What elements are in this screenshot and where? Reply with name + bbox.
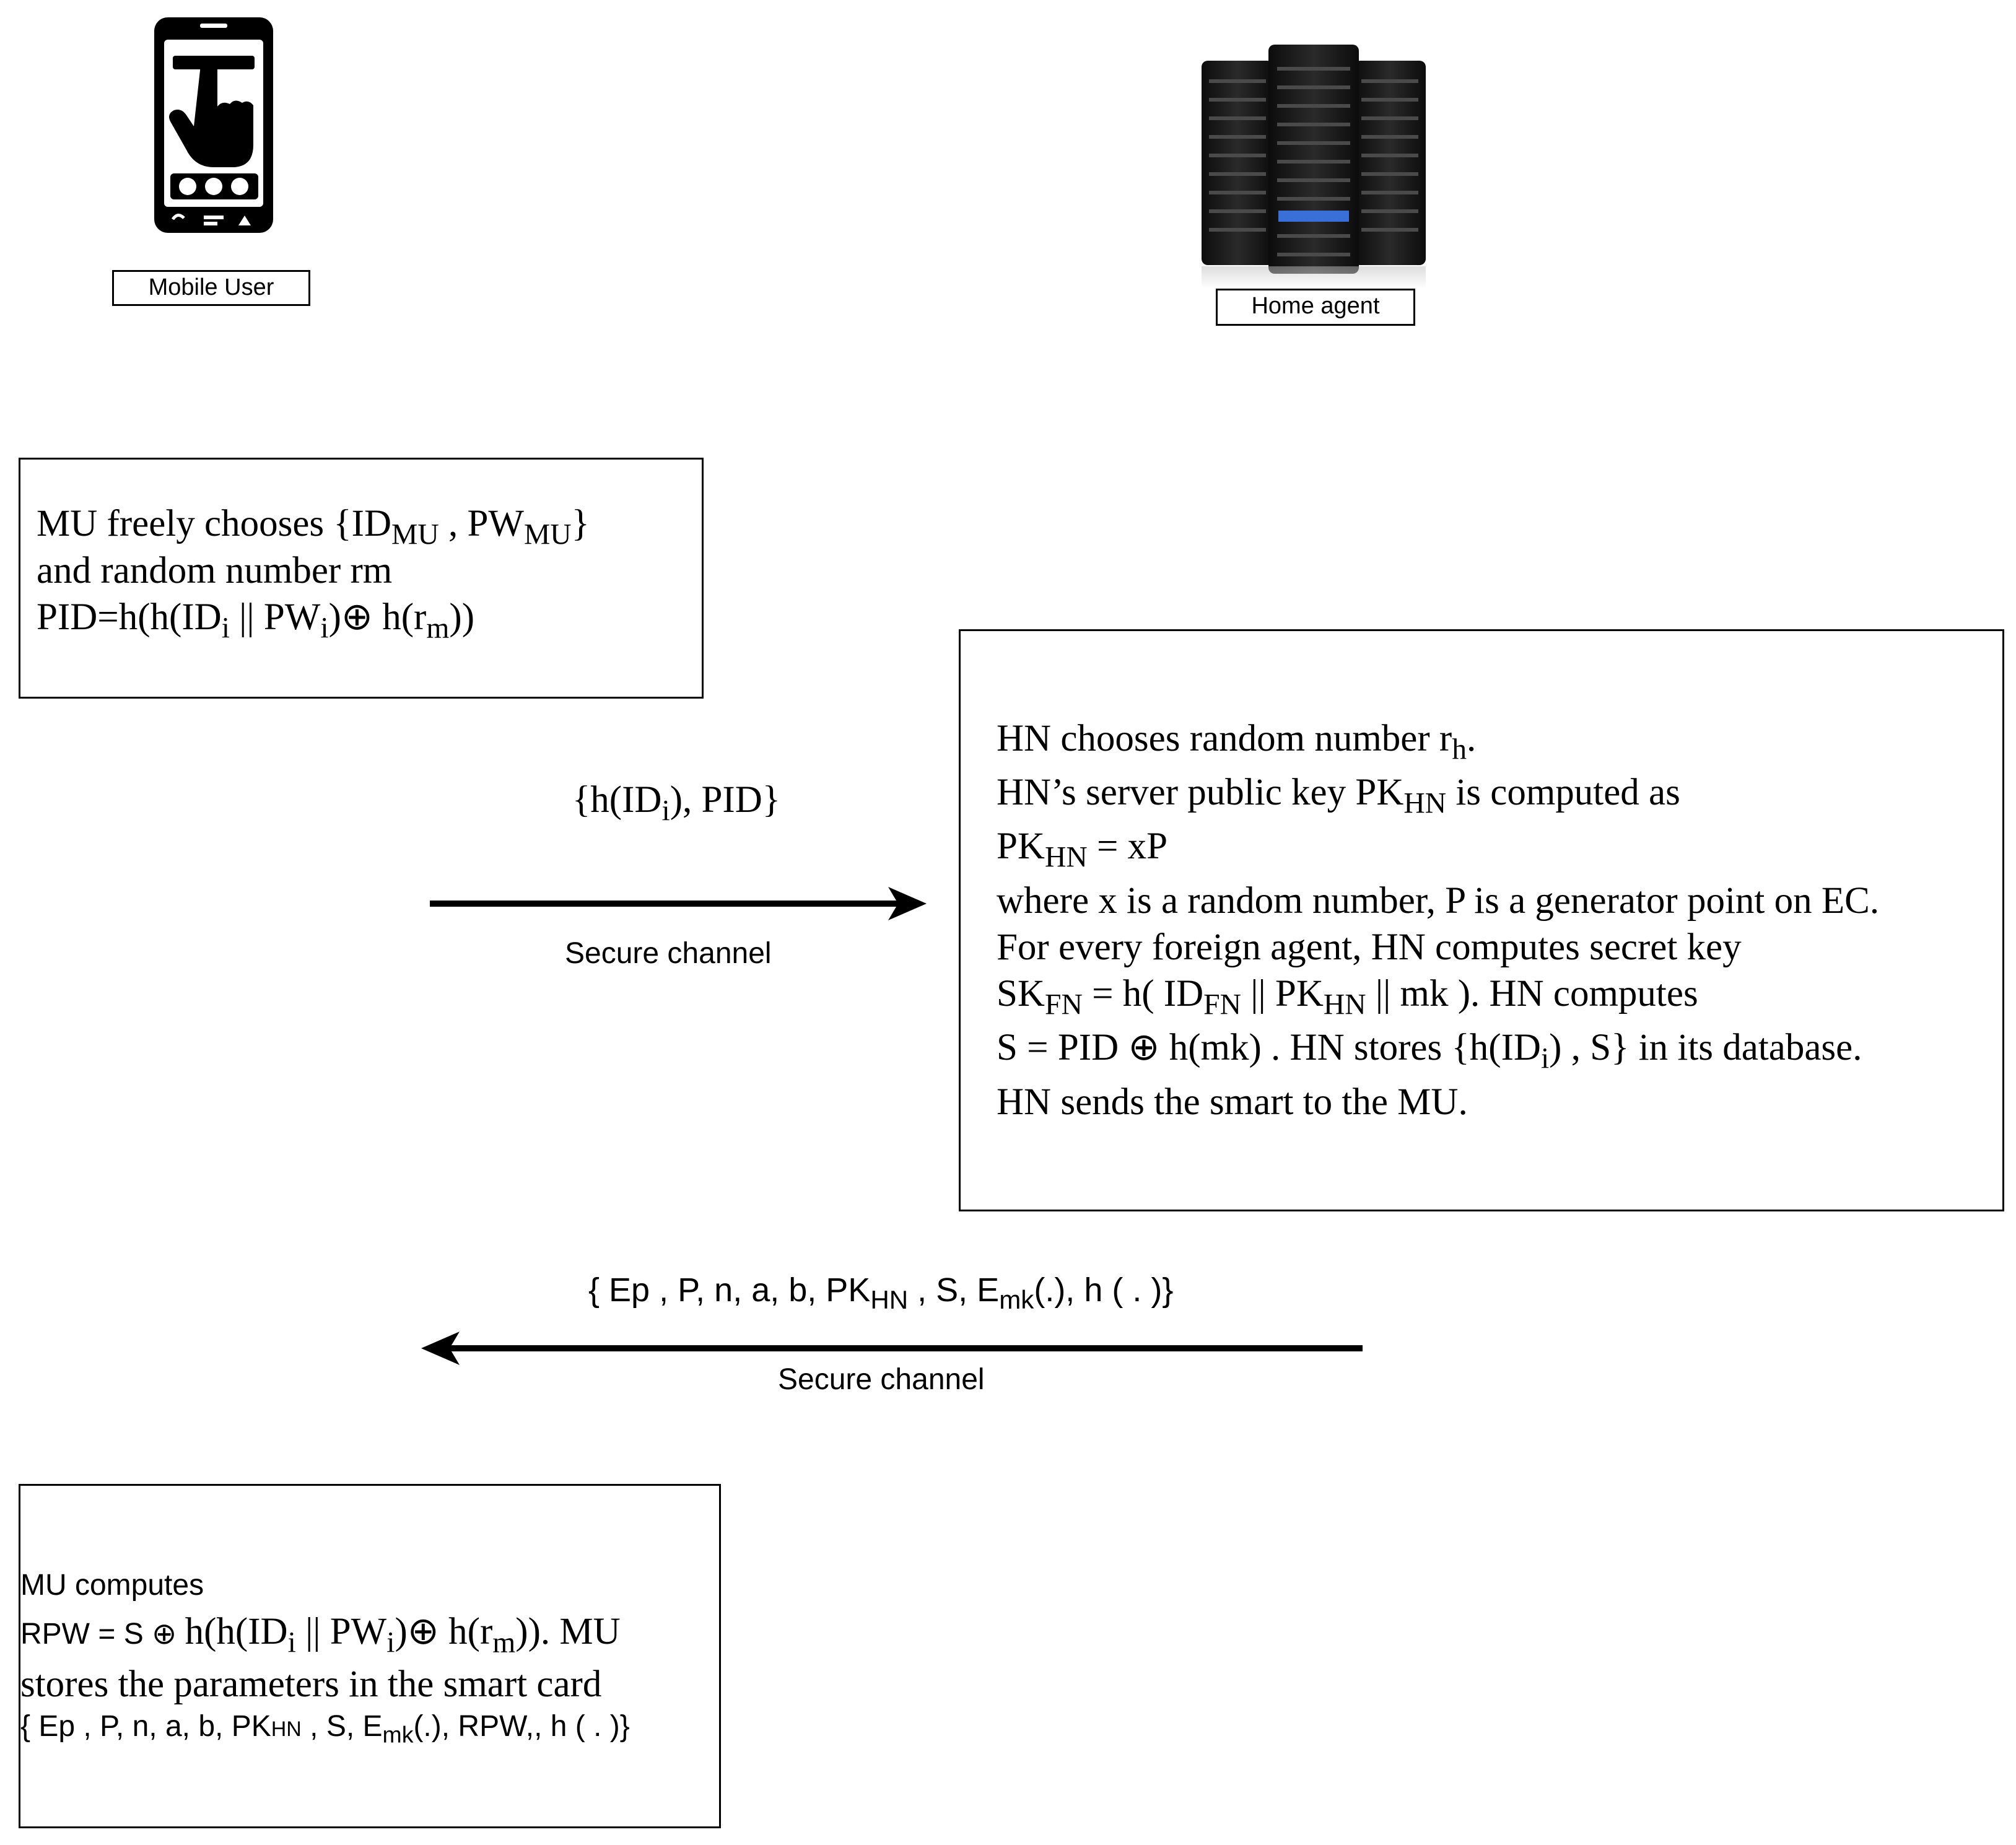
pid-formula: PID=h(h(IDi || PWi)⊕ h(rm)) (37, 596, 475, 645)
mu-registration-box: MU freely chooses {IDMU , PWMU} and rand… (19, 458, 704, 699)
stored-parameters-line: { Ep , P, n, a, b, PKHN , S, Emk(.), RPW… (20, 1710, 630, 1748)
hn-random-line: HN chooses random number rh. (997, 718, 1477, 766)
mu-choose-line: MU freely chooses {IDMU , PWMU} (37, 503, 590, 551)
home-agent-label: Home agent (1216, 289, 1415, 326)
hn-setup-box: HN chooses random number rh. HN’s server… (959, 629, 2004, 1211)
rpw-formula: RPW = S ⊕ h(h(IDi || PWi)⊕ h(rm)). MU (20, 1611, 621, 1659)
mu-computes-line: MU computes (20, 1569, 204, 1602)
s-formula: S = PID ⊕ h(mk) . HN stores {h(IDi) , S}… (997, 1027, 1862, 1075)
hn-sends-line: HN sends the smart to the MU. (997, 1081, 1468, 1123)
mu-random-line: and random number rm (37, 550, 393, 592)
hn-public-key-line: HN’s server public key PKHN is computed … (997, 772, 1680, 820)
secure-channel-label-1: Secure channel (565, 937, 772, 970)
secure-channel-label-2: Secure channel (778, 1363, 985, 1396)
message-1-label: {h(IDi), PID} (572, 779, 781, 827)
sk-formula: SKFN = h( IDFN || PKHN || mk ). HN compu… (997, 973, 1698, 1021)
mobile-phone-icon (152, 15, 276, 235)
mu-storage-box: MU computes RPW = S ⊕ h(h(IDi || PWi)⊕ h… (19, 1484, 721, 1828)
mobile-user-label: Mobile User (112, 270, 310, 306)
arrow-right-icon (427, 884, 929, 923)
server-rack-icon (1200, 42, 1427, 290)
message-2-label: { Ep , P, n, a, b, PKHN , S, Emk(.), h (… (588, 1271, 1174, 1314)
pk-formula: PKHN = xP (997, 826, 1168, 874)
stores-line: stores the parameters in the smart card (20, 1663, 602, 1705)
foreign-agent-line: For every foreign agent, HN computes sec… (997, 926, 1742, 968)
arrow-left-icon (420, 1329, 1365, 1367)
x-p-definition-line: where x is a random number, P is a gener… (997, 879, 1880, 922)
